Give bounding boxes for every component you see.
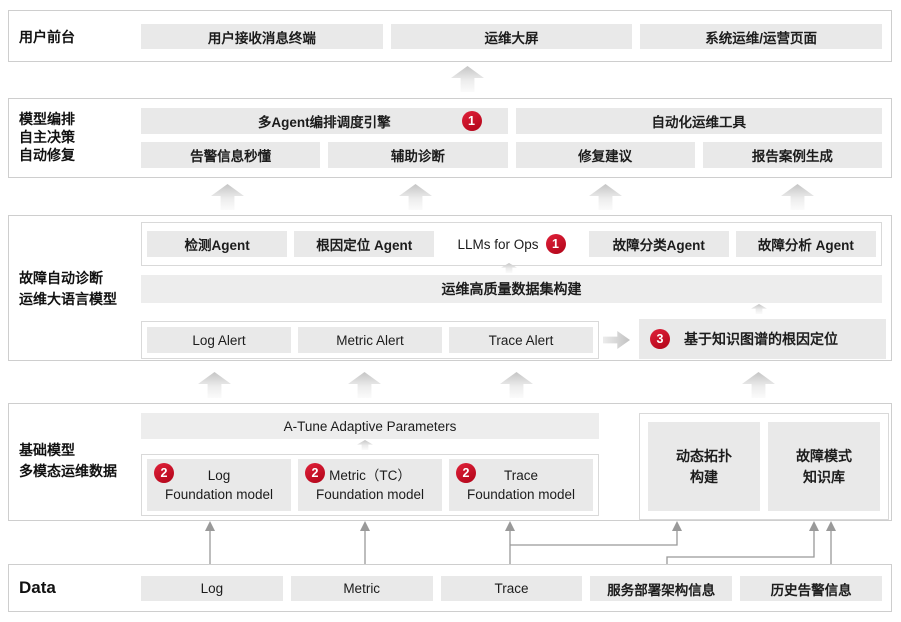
box-line2: 构建 xyxy=(690,468,718,485)
section-label: 用户前台 xyxy=(19,29,75,45)
up-arrow-icon xyxy=(348,372,381,398)
box-system-ops-page: 系统运维/运营页面 xyxy=(640,24,883,49)
label-line: 运维大语言模型 xyxy=(19,291,117,307)
model-line2: Foundation model xyxy=(466,487,576,502)
up-arrow-icon xyxy=(451,66,484,92)
box-repair-suggestion: 修复建议 xyxy=(515,142,695,168)
model-line2: Foundation model xyxy=(315,487,425,502)
box-trace: Trace xyxy=(440,576,583,601)
alerts-container: Log Alert Metric Alert Trace Alert xyxy=(141,321,599,359)
box-metric-foundation-model: 2 Metric（TC） Foundation model xyxy=(298,459,442,511)
box-log: Log xyxy=(141,576,283,601)
model-line1: Log xyxy=(207,468,231,483)
user-frontend-row: 用户接收消息终端 运维大屏 系统运维/运营页面 xyxy=(141,24,883,49)
box-alert-understanding: 告警信息秒懂 xyxy=(141,142,321,168)
model-line2: Foundation model xyxy=(164,487,274,502)
box-log-alert: Log Alert xyxy=(147,327,291,353)
small-up-arrow-icon xyxy=(751,304,767,314)
band-atune: A-Tune Adaptive Parameters xyxy=(141,413,599,439)
box-trace-foundation-model: 2 Trace Foundation model xyxy=(449,459,593,511)
box-metric-alert: Metric Alert xyxy=(298,327,442,353)
up-arrow-icon xyxy=(589,184,622,210)
box-label: 多Agent编排调度引擎 xyxy=(257,115,391,130)
up-arrow-icon xyxy=(500,372,533,398)
section-label: 基础模型 多模态运维数据 xyxy=(19,440,117,482)
box-knowledge-graph-rca: 3 基于知识图谱的根因定位 xyxy=(639,319,886,359)
box-log-foundation-model: 2 Log Foundation model xyxy=(147,459,291,511)
box-report-generation: 报告案例生成 xyxy=(702,142,882,168)
section-orchestration: 模型编排 自主决策 自动修复 多Agent编排调度引擎 1 自动化运维工具 告警… xyxy=(8,98,892,178)
section-label: 模型编排 自主决策 自动修复 xyxy=(19,110,75,164)
label-line: 故障自动诊断 xyxy=(19,270,103,286)
box-fault-pattern-kb: 故障模式 知识库 xyxy=(768,422,880,511)
knowledge-container: 动态拓扑 构建 故障模式 知识库 xyxy=(639,413,889,520)
section-diagnosis-llm: 故障自动诊断 运维大语言模型 检测Agent 根因定位 Agent LLMs f… xyxy=(8,215,892,361)
box-automation-tools: 自动化运维工具 xyxy=(515,108,882,134)
label-line: 自主决策 xyxy=(19,129,75,145)
box-service-deploy-info: 服务部署架构信息 xyxy=(590,576,733,601)
foundation-models-container: 2 Log Foundation model 2 Metric（TC） Foun… xyxy=(141,454,599,516)
box-dynamic-topology: 动态拓扑 构建 xyxy=(648,422,760,511)
orchestration-row2: 告警信息秒懂 辅助诊断 修复建议 报告案例生成 xyxy=(141,142,882,168)
box-line1: 故障模式 xyxy=(796,447,852,464)
section-label: Data xyxy=(19,578,56,597)
model-line1: Trace xyxy=(503,468,538,483)
section-label: 故障自动诊断 运维大语言模型 xyxy=(19,268,117,310)
box-trace-alert: Trace Alert xyxy=(449,327,593,353)
up-arrow-icon xyxy=(781,184,814,210)
box-multi-agent-engine: 多Agent编排调度引擎 1 xyxy=(141,108,508,134)
box-user-message-terminal: 用户接收消息终端 xyxy=(141,24,383,49)
section-data: Data Log Metric Trace 服务部署架构信息 历史告警信息 xyxy=(8,564,892,612)
up-arrow-icon xyxy=(399,184,432,210)
agents-container: 检测Agent 根因定位 Agent LLMs for Ops 1 故障分类Ag… xyxy=(141,222,882,266)
up-arrow-icon xyxy=(198,372,231,398)
band-dataset-construction: 运维高质量数据集构建 xyxy=(141,275,882,303)
llms-for-ops: LLMs for Ops 1 xyxy=(441,234,581,254)
box-ops-dashboard: 运维大屏 xyxy=(390,24,633,49)
data-flow-arrows xyxy=(205,521,836,564)
label-line: 基础模型 xyxy=(19,442,75,458)
badge-1: 1 xyxy=(461,111,482,131)
up-arrow-icon xyxy=(742,372,775,398)
section-user-frontend: 用户前台 用户接收消息终端 运维大屏 系统运维/运营页面 xyxy=(8,10,892,62)
badge-3: 3 xyxy=(650,329,670,349)
box-line2: 知识库 xyxy=(803,468,845,485)
box-line1: 动态拓扑 xyxy=(676,447,732,464)
small-up-arrow-icon xyxy=(501,263,517,273)
llms-label: LLMs for Ops xyxy=(457,236,539,252)
box-fault-analysis-agent: 故障分析 Agent xyxy=(735,231,877,257)
box-metric: Metric xyxy=(290,576,433,601)
box-root-cause-agent: 根因定位 Agent xyxy=(294,231,435,257)
box-history-alert-info: 历史告警信息 xyxy=(740,576,882,601)
box-label: 基于知识图谱的根因定位 xyxy=(684,331,838,347)
label-line: 模型编排 xyxy=(19,111,75,127)
badge-2: 2 xyxy=(305,463,325,483)
section-foundation: 基础模型 多模态运维数据 A-Tune Adaptive Parameters … xyxy=(8,403,892,521)
badge-2: 2 xyxy=(456,463,476,483)
box-assisted-diagnosis: 辅助诊断 xyxy=(328,142,508,168)
label-line: 自动修复 xyxy=(19,147,75,163)
data-row: Log Metric Trace 服务部署架构信息 历史告警信息 xyxy=(141,576,882,601)
model-line1: Metric（TC） xyxy=(329,468,411,483)
box-fault-classify-agent: 故障分类Agent xyxy=(588,231,729,257)
box-detect-agent: 检测Agent xyxy=(147,231,288,257)
badge-1: 1 xyxy=(545,234,566,254)
badge-2: 2 xyxy=(154,463,174,483)
label-line: 多模态运维数据 xyxy=(19,463,117,479)
orchestration-row1: 多Agent编排调度引擎 1 自动化运维工具 xyxy=(141,108,882,134)
up-arrow-icon xyxy=(211,184,244,210)
small-up-arrow-icon xyxy=(357,440,373,450)
